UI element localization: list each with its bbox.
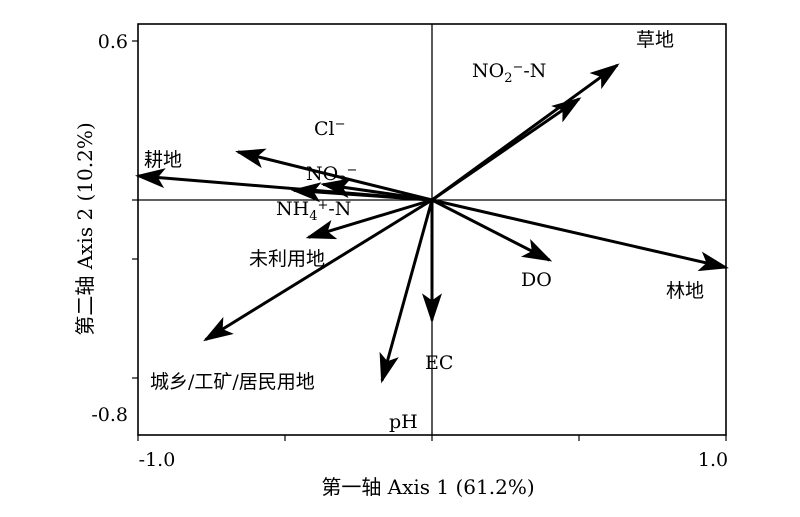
vector-arrow-12-ph (379, 199, 434, 384)
vector-label-2-no2-n: NO2−-N (472, 60, 546, 86)
vector-label-6-nh4-n: NH4+-N (276, 198, 351, 224)
vector-label-3-cl: Cl− (314, 117, 346, 140)
vector-label-4-cn: 耕地 (144, 149, 182, 171)
y-axis-title: 第二轴 Axis 2 (10.2%) (73, 122, 97, 335)
vector-arrow-2-no2-n (431, 97, 582, 202)
vector-arrow-3-cl (235, 148, 433, 202)
vector-label-1-cn: 草地 (636, 29, 674, 51)
vector-label-8-cn: 城乡/工矿/居民用地 (150, 371, 315, 393)
x-axis-title: 第一轴 Axis 1 (61.2%) (321, 475, 534, 499)
vector-arrow-10-cn (431, 198, 729, 272)
vector-label-7-cn: 未利用地 (249, 248, 325, 270)
vector-arrow-8-cn (203, 198, 433, 342)
vector-arrow-9-do (431, 198, 553, 262)
vector-arrows (135, 63, 729, 384)
y-ticks (132, 40, 138, 379)
y-tick-label-max: 0.6 (98, 31, 128, 53)
x-ticks (137, 435, 727, 441)
x-tick-label-min: -1.0 (139, 449, 176, 471)
vector-label-10-cn: 林地 (666, 280, 704, 302)
y-tick-label-min: -0.8 (91, 404, 128, 426)
vector-label-9-do: DO (521, 269, 552, 291)
vector-arrow-7-cn (305, 198, 433, 240)
vector-label-5-no3: NO3− (306, 163, 357, 189)
vector-label-12-ph: pH (389, 411, 418, 433)
vector-label-11-ec: EC (425, 352, 453, 374)
x-tick-label-max: 1.0 (698, 449, 728, 471)
vector-arrow-6-nh4-n (290, 182, 433, 203)
